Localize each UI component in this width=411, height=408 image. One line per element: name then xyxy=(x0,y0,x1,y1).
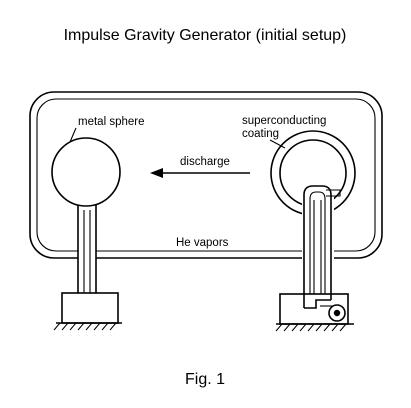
discharge-arrow xyxy=(150,168,250,178)
metal-sphere-leader xyxy=(69,127,77,143)
superconducting-leader xyxy=(269,139,286,149)
diagram-title: Impulse Gravity Generator (initial setup… xyxy=(64,27,347,44)
metal-sphere-label: metal sphere xyxy=(78,116,144,128)
right-support-rods xyxy=(302,185,341,294)
superconducting-label-line2: coating xyxy=(242,128,279,140)
he-vapors-label: He vapors xyxy=(176,237,229,249)
right-base xyxy=(275,293,354,332)
pulley-wheel xyxy=(320,304,346,322)
metal-sphere xyxy=(51,137,121,207)
left-base xyxy=(53,292,122,331)
superconducting-label-line1: superconducting xyxy=(242,115,326,127)
discharge-label: discharge xyxy=(180,156,230,168)
cryostat-chamber xyxy=(29,91,383,259)
left-support-rod xyxy=(77,200,97,293)
figure-caption: Fig. 1 xyxy=(185,371,225,388)
